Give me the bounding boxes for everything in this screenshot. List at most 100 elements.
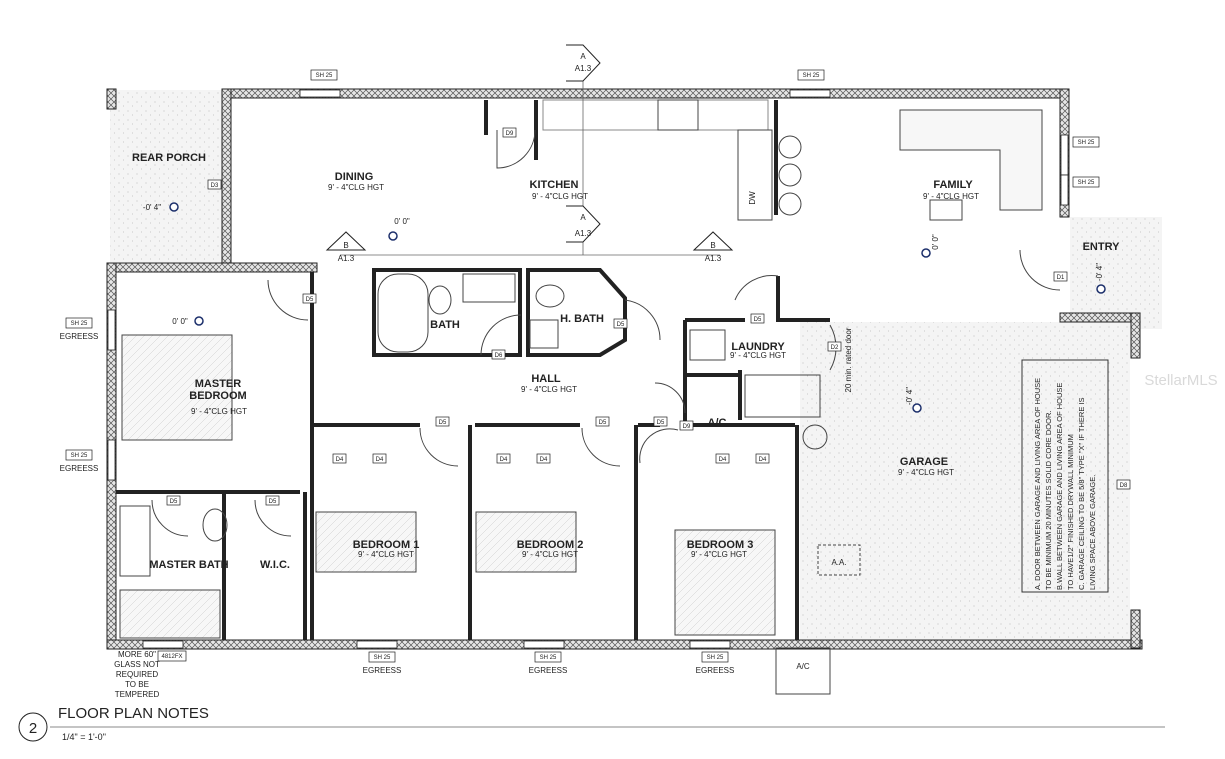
svg-text:SH 25: SH 25 <box>1078 180 1095 186</box>
drawing-title: FLOOR PLAN NOTES <box>58 705 209 722</box>
window-tags: SH 25 SH 25 SH 25 SH 25 SH 25 EGREESS SH … <box>60 69 1100 675</box>
garage-slab <box>800 322 1130 640</box>
svg-text:SH 25: SH 25 <box>540 655 557 661</box>
svg-text:D5: D5 <box>306 297 314 303</box>
svg-text:-0' 4": -0' 4" <box>1095 263 1104 281</box>
room-height-bedroom-3: 9' - 4"CLG HGT <box>691 550 747 559</box>
door-tag: D5 <box>595 416 610 427</box>
section-marker-sheet: A1.3 <box>705 254 722 263</box>
garage-notes: A. DOOR BETWEEN GARAGE AND LIVING AREA O… <box>1033 378 1097 590</box>
elevation-marker: -0' 4" <box>1095 263 1106 294</box>
door-tag: D2 <box>827 341 842 352</box>
room-name-dining: DINING <box>335 171 374 183</box>
elevation-target-icon <box>169 202 179 212</box>
svg-text:D5: D5 <box>439 420 447 426</box>
door-swings <box>151 129 1061 537</box>
door-tag: D5 <box>750 313 765 324</box>
room-height-family: 9' - 4"CLG HGT <box>923 192 979 201</box>
svg-text:D5: D5 <box>599 420 607 426</box>
svg-text:SH 25: SH 25 <box>1078 140 1095 146</box>
window-tag: SH 25 <box>310 69 338 81</box>
section-marker-sheet: A1.3 <box>575 229 592 238</box>
svg-text:D9: D9 <box>506 131 514 137</box>
room-height-master-bedroom: 9' - 4"CLG HGT <box>191 407 247 416</box>
room-name-bedroom-3: BEDROOM 3 <box>687 539 754 551</box>
svg-text:0' 0": 0' 0" <box>172 317 188 326</box>
svg-text:D4: D4 <box>336 457 344 463</box>
dishwasher-label: DW <box>748 191 757 205</box>
section-marks <box>325 44 734 251</box>
watermark: StellarMLS <box>1144 372 1217 389</box>
window-tag: 4812FX <box>157 650 187 662</box>
section-marker-letter: A <box>580 213 586 222</box>
svg-text:GLASS NOT: GLASS NOT <box>114 660 160 669</box>
slabs <box>110 90 1162 640</box>
window-tag: SH 25 <box>797 69 825 81</box>
door-tag: D4 <box>372 453 387 464</box>
door-tag: D4 <box>755 453 770 464</box>
room-height-bedroom-2: 9' - 4"CLG HGT <box>522 550 578 559</box>
glass-note: MORE 60" GLASS NOT REQUIRED TO BE TEMPER… <box>114 650 160 699</box>
svg-text:D1: D1 <box>1057 275 1065 281</box>
svg-text:SH 25: SH 25 <box>71 321 88 327</box>
section-marker-letter: A <box>580 52 586 61</box>
svg-text:-0' 4": -0' 4" <box>143 203 161 212</box>
svg-text:D5: D5 <box>754 317 762 323</box>
svg-text:EGREESS: EGREESS <box>60 332 99 341</box>
elevation-marker: -0' 4" <box>905 387 922 413</box>
room-height-laundry: 9' - 4"CLG HGT <box>730 351 786 360</box>
svg-text:SH 25: SH 25 <box>316 73 333 79</box>
elevation-marker: 0' 0" <box>921 234 940 258</box>
svg-text:D4: D4 <box>540 457 548 463</box>
door-tag: D9 <box>502 127 517 138</box>
window-tag: SH 25 <box>1072 176 1100 188</box>
door-tag: D5 <box>613 318 628 329</box>
elevation-target-icon <box>194 316 204 326</box>
svg-text:A. DOOR BETWEEN GARAGE AND LIV: A. DOOR BETWEEN GARAGE AND LIVING AREA O… <box>1033 378 1042 590</box>
svg-text:TEMPERED: TEMPERED <box>115 690 160 699</box>
drawing-number: 2 <box>29 720 37 737</box>
svg-text:D4: D4 <box>759 457 767 463</box>
windows <box>107 89 1069 649</box>
elevation-target-icon <box>1096 284 1106 294</box>
door-tag: D6 <box>491 349 506 360</box>
drawing-scale: 1/4" = 1'-0" <box>62 732 106 742</box>
svg-text:TO HAVE1/2" FINISHED DRYWALL M: TO HAVE1/2" FINISHED DRYWALL MINIMUM <box>1066 434 1075 590</box>
interior-walls <box>116 100 830 640</box>
door-tag: D9 <box>679 420 694 431</box>
svg-text:LIVING SPACE ABOVE GARAGE.: LIVING SPACE ABOVE GARAGE. <box>1088 475 1097 590</box>
drawing-number-circle <box>18 712 48 742</box>
svg-text:D4: D4 <box>500 457 508 463</box>
svg-text:TO BE: TO BE <box>125 680 149 689</box>
air-handler-label: A.A. <box>831 558 846 567</box>
svg-text:D5: D5 <box>657 420 665 426</box>
door-tag: D5 <box>265 495 280 506</box>
window-tag: SH 25 EGREESS <box>529 651 568 675</box>
svg-text:SH 25: SH 25 <box>803 73 820 79</box>
svg-text:0' 0": 0' 0" <box>931 234 940 250</box>
elevation-markers: -0' 4" 0' 0" 0' 0" 0' 0" -0' 4" -0' 4" <box>143 202 1106 413</box>
ac-unit-label: A/C <box>796 662 810 671</box>
svg-text:EGREESS: EGREESS <box>529 666 568 675</box>
room-height-garage: 9' - 4"CLG HGT <box>898 468 954 477</box>
room-name-bedroom-2: BEDROOM 2 <box>517 539 584 551</box>
room-height-bedroom-1: 9' - 4"CLG HGT <box>358 550 414 559</box>
door-tag: D4 <box>496 453 511 464</box>
section-marker-sheet: A1.3 <box>338 254 355 263</box>
svg-text:TO BE MINIMUM 20 MINUTES SOLID: TO BE MINIMUM 20 MINUTES SOLID CORE DOOR… <box>1044 411 1053 590</box>
svg-text:4812FX: 4812FX <box>161 654 182 660</box>
room-name-hall: HALL <box>531 373 561 385</box>
room-name-entry: ENTRY <box>1083 241 1121 253</box>
svg-text:SH 25: SH 25 <box>707 655 724 661</box>
section-marker-labels: A A1.3 A A1.3 B A1.3 B A1.3 <box>338 52 722 263</box>
svg-text:D6: D6 <box>495 353 503 359</box>
elevation-marker: 0' 0" <box>388 217 410 241</box>
window-tag: SH 25 EGREESS <box>60 317 99 341</box>
svg-text:B.WALL BETWEEN GARAGE AND LIVI: B.WALL BETWEEN GARAGE AND LIVING AREA OF… <box>1055 383 1064 590</box>
svg-text:EGREESS: EGREESS <box>363 666 402 675</box>
title-block: 2 FLOOR PLAN NOTES 1/4" = 1'-0" <box>18 705 1165 742</box>
room-height-kitchen: 9' - 4"CLG HGT <box>532 192 588 201</box>
